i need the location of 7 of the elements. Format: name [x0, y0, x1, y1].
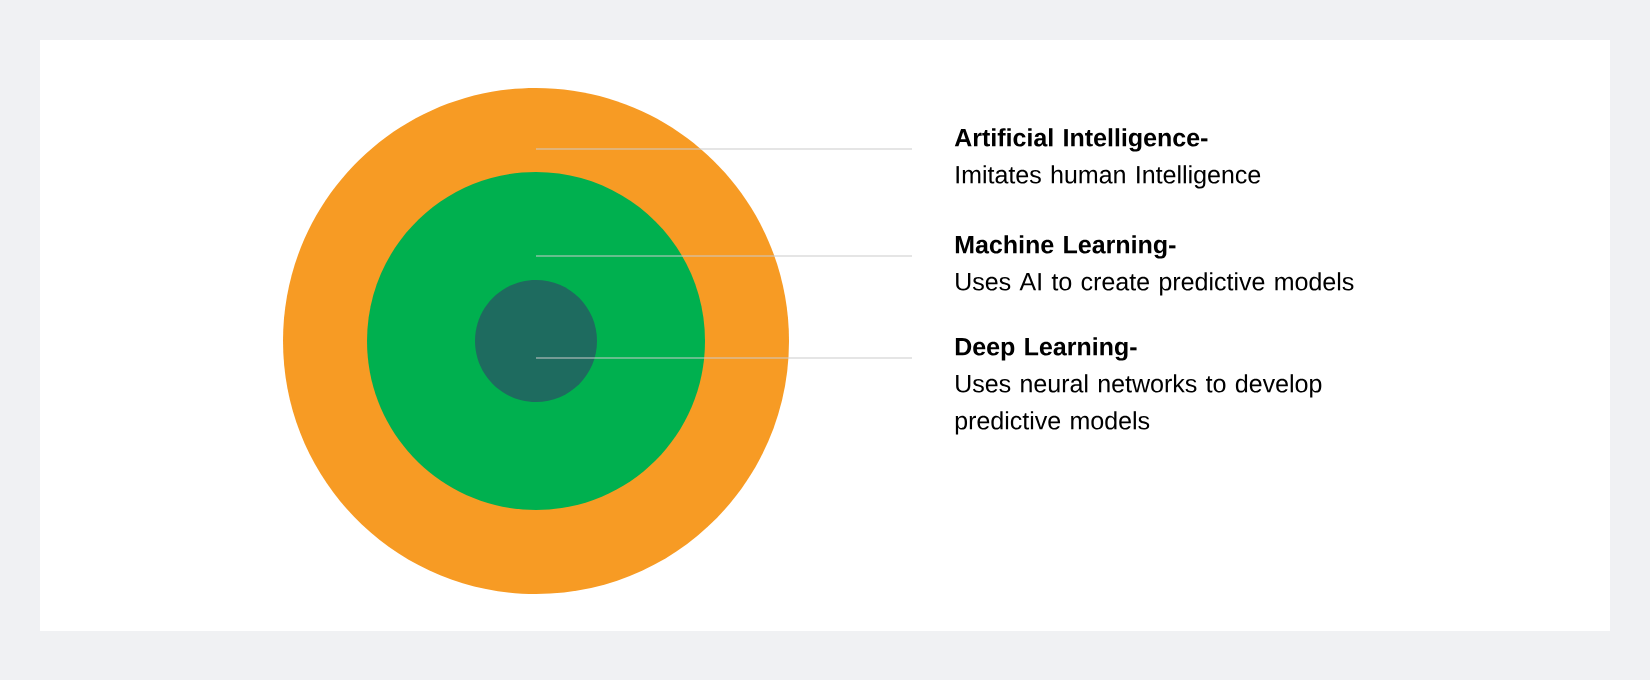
leader-line — [535, 148, 913, 150]
label-text: Deep Learning- Uses neural networks to develop predictive models — [955, 337, 1322, 435]
label-text: Artificial Intelligence- Imitates human Intelligence — [954, 128, 1261, 189]
label-text: Machine Learning- Uses AI to create predictive models — [955, 235, 1354, 296]
leader-line — [535, 255, 913, 257]
leader-line — [535, 357, 913, 359]
circle — [475, 280, 597, 402]
